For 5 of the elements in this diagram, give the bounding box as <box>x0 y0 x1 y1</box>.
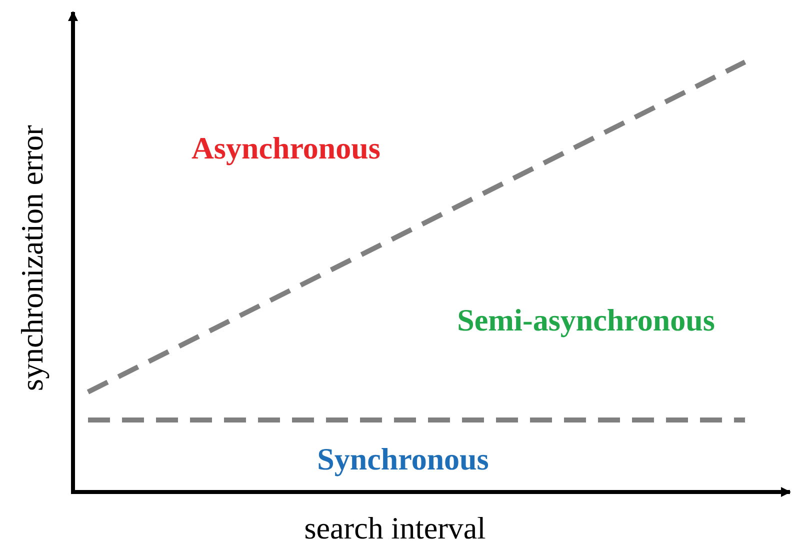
axis-label: synchronization error <box>16 125 48 391</box>
region-label: Asynchronous <box>192 132 380 164</box>
axis-label: search interval <box>304 512 486 544</box>
region-label: Synchronous <box>317 444 489 474</box>
region-label: Semi-asynchronous <box>457 304 715 336</box>
